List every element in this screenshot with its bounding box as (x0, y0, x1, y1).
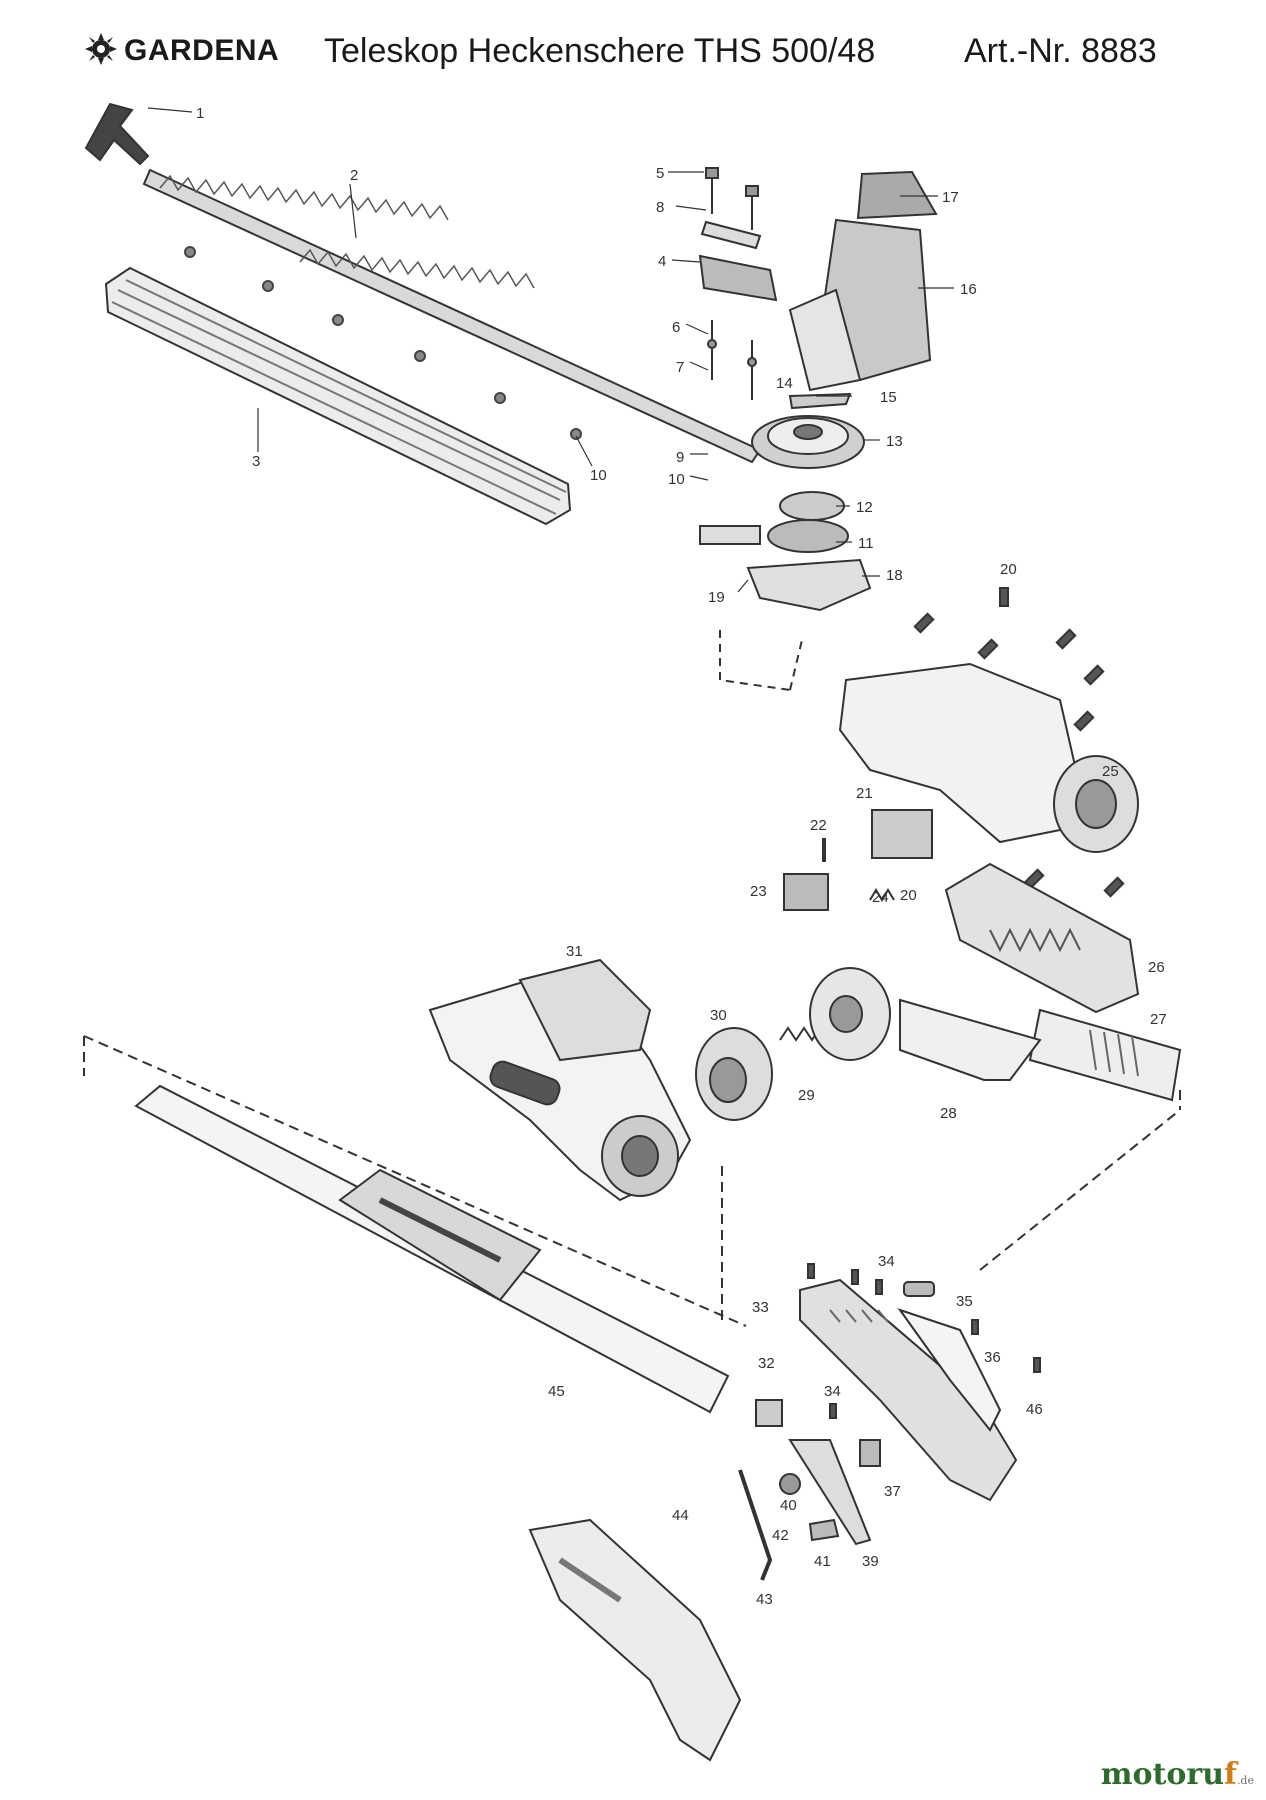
part-45-pole (134, 1084, 730, 1414)
part-18-base-plate (746, 558, 872, 612)
callout-43: 43 (756, 1591, 773, 1608)
callout-42: 42 (772, 1527, 789, 1544)
header: GARDENA Teleskop Heckenschere THS 500/48… (84, 28, 1204, 72)
callout-23: 23 (750, 883, 767, 900)
part-3-blade-guard (104, 266, 572, 526)
part-4-plate (698, 254, 778, 302)
callout-19: 19 (708, 589, 725, 606)
callout-41: 41 (814, 1553, 831, 1570)
callout-12: 12 (856, 499, 873, 516)
part-28-cover (899, 998, 1042, 1081)
part-11-12-gears (699, 491, 849, 553)
article-number: Art.-Nr. 8883 (964, 32, 1157, 70)
callout-37: 37 (884, 1483, 901, 1500)
callout-5: 5 (656, 165, 664, 182)
callout-9: 9 (676, 449, 684, 466)
washers (184, 246, 582, 440)
callout-20a: 20 (1000, 561, 1017, 578)
part-41 (808, 1518, 840, 1542)
gardena-logo-icon (85, 33, 117, 65)
screws-34-46 (807, 1263, 1041, 1419)
brand-name: GARDENA (124, 34, 280, 67)
motoruf-logo: motoruf.de (1100, 1757, 1254, 1792)
callout-11: 11 (858, 535, 874, 552)
part-37 (859, 1439, 881, 1467)
callout-30: 30 (710, 1007, 727, 1024)
part-31-handle (428, 958, 692, 1202)
callout-31: 31 (566, 943, 583, 960)
part-15-plate (788, 392, 852, 410)
part-5-8-screws (700, 167, 762, 250)
part-6-7-pins (707, 320, 757, 400)
part-25-housing (838, 662, 1139, 853)
part-35-button (903, 1281, 935, 1297)
callout-14: 14 (776, 375, 793, 392)
callout-24: 24 (872, 889, 889, 906)
callout-6: 6 (672, 319, 680, 336)
callout-32: 32 (758, 1355, 775, 1372)
callout-15: 15 (880, 389, 897, 406)
part-36-grip (897, 1308, 1002, 1432)
callout-34b: 34 (824, 1383, 841, 1400)
part-33-handle-shell (799, 1278, 1018, 1502)
callout-2: 2 (350, 167, 358, 184)
callout-13: 13 (886, 433, 903, 450)
callout-46: 46 (1026, 1401, 1043, 1418)
callout-33: 33 (752, 1299, 769, 1316)
part-28-ring (809, 967, 891, 1061)
part-44-rear-handle (528, 1518, 742, 1762)
part-13-gear (751, 415, 865, 469)
callout-10a: 10 (590, 467, 607, 484)
part-22-24-small (783, 838, 895, 911)
callout-29: 29 (798, 1087, 815, 1104)
callout-22: 22 (810, 817, 827, 834)
callout-34a: 34 (878, 1253, 895, 1270)
part-2-blade (142, 168, 762, 464)
part-26-gear-housing (944, 862, 1140, 1014)
callout-45: 45 (548, 1383, 565, 1400)
callout-35: 35 (956, 1293, 973, 1310)
callout-1: 1 (196, 105, 204, 122)
callout-40: 40 (780, 1497, 797, 1514)
callout-21: 21 (856, 785, 873, 802)
callout-labels: 1 2 3 4 5 6 7 8 9 10 10 11 12 13 14 15 1… (196, 105, 1167, 1608)
callout-7: 7 (676, 359, 684, 376)
page-title: Teleskop Heckenschere THS 500/48 (324, 32, 876, 70)
part-32 (755, 1399, 783, 1427)
callout-3: 3 (252, 453, 260, 470)
callout-16: 16 (960, 281, 977, 298)
part-42-43-cable (738, 1469, 773, 1581)
callout-20b: 20 (900, 887, 917, 904)
callout-26: 26 (1148, 959, 1165, 976)
callout-39: 39 (862, 1553, 879, 1570)
part-1-end-cap (84, 102, 150, 166)
callout-18: 18 (886, 567, 903, 584)
callout-10b: 10 (668, 471, 685, 488)
callout-28: 28 (940, 1105, 957, 1122)
part-40 (779, 1473, 801, 1495)
part-16-motor (788, 170, 938, 392)
callout-44: 44 (672, 1507, 689, 1524)
part-30-knob (695, 1027, 773, 1121)
callout-17: 17 (942, 189, 959, 206)
part-21-switch (871, 809, 933, 859)
callout-27: 27 (1150, 1011, 1167, 1028)
part-39-trigger (788, 1439, 872, 1546)
callout-25: 25 (1102, 763, 1119, 780)
callout-4: 4 (658, 253, 666, 270)
callout-36: 36 (984, 1349, 1001, 1366)
callout-8: 8 (656, 199, 664, 216)
